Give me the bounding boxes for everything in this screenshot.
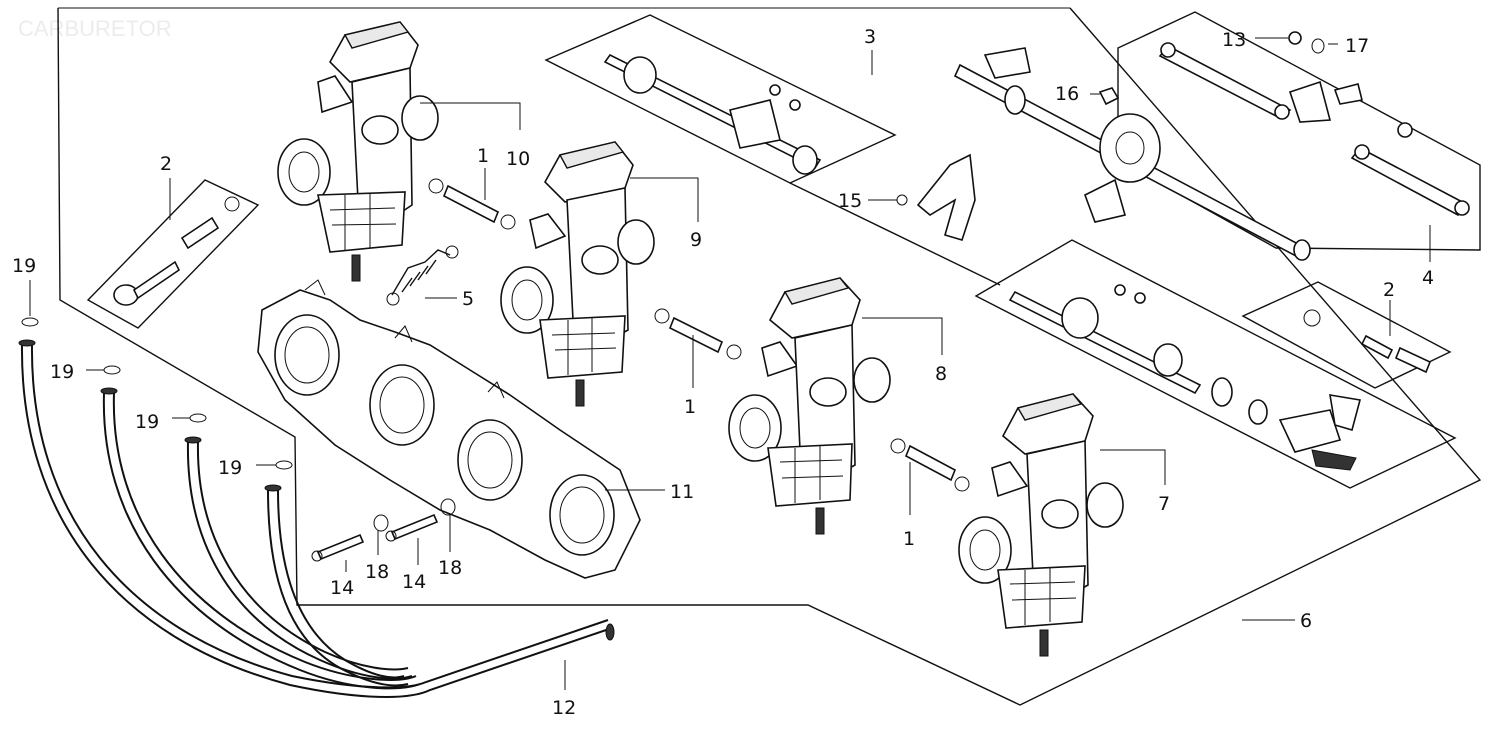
carburetor-1 bbox=[277, 21, 439, 282]
carburetor-holder bbox=[257, 279, 641, 579]
callout-numbers: 1 1 1 2 2 3 4 5 6 7 8 9 10 11 12 13 14 1… bbox=[12, 26, 1434, 719]
kit-box-2-right bbox=[1241, 281, 1452, 389]
fast-idle-linkage bbox=[1008, 284, 1361, 471]
screw-part-2-left bbox=[113, 196, 240, 306]
callout-2-right: 2 bbox=[1383, 279, 1395, 301]
carburetor-3 bbox=[728, 277, 891, 535]
assembly-outline bbox=[57, 7, 1482, 706]
callout-12: 12 bbox=[552, 697, 576, 719]
callout-9: 9 bbox=[690, 229, 702, 251]
screw-part-13 bbox=[1288, 31, 1302, 45]
callout-1b: 1 bbox=[684, 396, 696, 418]
callout-10: 10 bbox=[506, 148, 530, 170]
callout-14a: 14 bbox=[330, 577, 354, 599]
choke-linkage bbox=[603, 53, 822, 175]
kit-box-7 bbox=[974, 239, 1457, 489]
carburetor-2 bbox=[500, 141, 655, 407]
leader-lines bbox=[29, 37, 1431, 690]
callout-5: 5 bbox=[462, 288, 474, 310]
callout-18a: 18 bbox=[365, 561, 389, 583]
kit-box-2-left bbox=[86, 179, 260, 329]
joint-pipe-1b bbox=[654, 308, 742, 360]
kit-box-9 bbox=[544, 14, 897, 184]
nut-part-16 bbox=[1098, 87, 1120, 106]
callout-15: 15 bbox=[838, 190, 862, 212]
spring-part-5 bbox=[386, 245, 459, 306]
callout-3: 3 bbox=[864, 26, 876, 48]
callout-19a: 19 bbox=[12, 255, 36, 277]
joint-pipe-1c bbox=[890, 438, 970, 492]
carburetor-4 bbox=[958, 393, 1124, 657]
callout-1a: 1 bbox=[477, 145, 489, 167]
callout-17: 17 bbox=[1345, 35, 1369, 57]
bracket-part-15 bbox=[896, 153, 976, 241]
callout-1c: 1 bbox=[903, 528, 915, 550]
callout-19d: 19 bbox=[218, 457, 242, 479]
callout-8: 8 bbox=[935, 363, 947, 385]
callout-7: 7 bbox=[1158, 493, 1170, 515]
callout-2-left: 2 bbox=[160, 153, 172, 175]
joint-pipe-1a bbox=[428, 178, 516, 230]
callout-13: 13 bbox=[1222, 29, 1246, 51]
clips-part-19 bbox=[21, 317, 293, 470]
callout-6: 6 bbox=[1300, 610, 1312, 632]
link-plates bbox=[1158, 42, 1470, 216]
callout-14b: 14 bbox=[402, 571, 426, 593]
callout-18b: 18 bbox=[438, 557, 462, 579]
callout-4: 4 bbox=[1422, 267, 1434, 289]
watermark-title: CARBURETOR bbox=[18, 16, 172, 41]
callout-19b: 19 bbox=[50, 361, 74, 383]
callout-16: 16 bbox=[1055, 83, 1079, 105]
throttle-shaft bbox=[953, 47, 1311, 261]
callout-19c: 19 bbox=[135, 411, 159, 433]
callout-11: 11 bbox=[670, 481, 694, 503]
bolts-part-14 bbox=[311, 498, 456, 562]
washer-part-17 bbox=[1311, 38, 1325, 54]
screw-part-2-right bbox=[1303, 309, 1432, 374]
drain-tubes bbox=[18, 339, 615, 698]
